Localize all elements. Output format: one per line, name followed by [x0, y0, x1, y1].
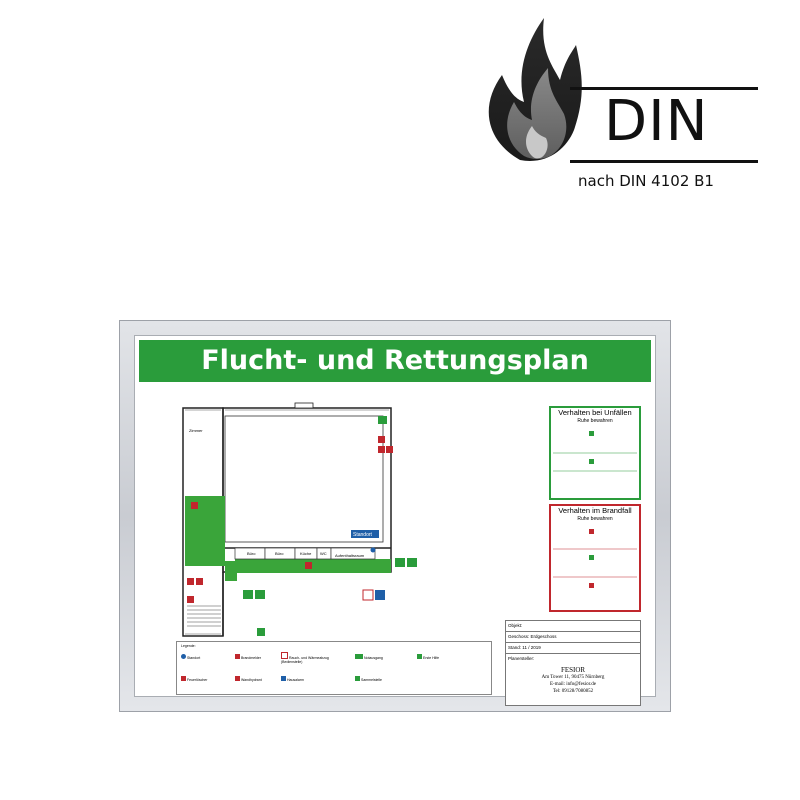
box-accident-content — [553, 431, 637, 472]
legend-item: Notausgang — [363, 656, 383, 660]
company-name: FESIOR — [560, 666, 586, 674]
legend-item: Feuerlöscher — [186, 678, 208, 682]
stand-label: Stand: — [508, 645, 522, 650]
sign-title: Flucht- und Rettungsplan — [139, 340, 651, 382]
company-street: Am Tower 11, 90475 Nürnberg — [541, 675, 605, 680]
geschoss-value: Erdgeschoss — [530, 634, 557, 639]
floor-plan: Büro Büro Küche WC Aufenthaltsraum Zimme… — [182, 402, 417, 637]
exit-sign-icons — [243, 416, 417, 636]
flame-icon — [488, 18, 758, 163]
legend-title: Legende: — [181, 644, 196, 648]
box-fire-content — [553, 529, 637, 588]
sign-frame: Flucht- und Rettungsplan — [119, 320, 671, 712]
stand-value: 11 / 2019 — [522, 645, 541, 650]
plan-info-block: Objekt: Geschoss: Erdgeschoss Stand: 11 … — [505, 620, 641, 706]
legend-item: Standort — [186, 656, 201, 660]
fire-equipment-icons — [187, 436, 393, 603]
box-accident-title: Verhalten bei Unfällen — [558, 408, 632, 417]
room-buero-2: Büro — [275, 551, 284, 556]
din-fire-logo — [480, 10, 770, 200]
legend-item: Rauch- und Wärmeabzug (Bedienstelle) — [281, 656, 329, 664]
company-email: E-mail: info@fesior.de — [550, 682, 596, 687]
legend-item: Erste Hilfe — [422, 656, 440, 660]
standort-tag — [351, 530, 379, 538]
box-fire: Verhalten im Brandfall Ruhe bewahren — [549, 504, 641, 612]
legend-item: Wandhydrant — [240, 678, 262, 682]
legend-item: Brandmelder — [240, 656, 262, 660]
din-label: DIN — [604, 89, 709, 154]
box-accident: Verhalten bei Unfällen Ruhe bewahren — [549, 406, 641, 500]
box-fire-subtitle: Ruhe bewahren — [577, 516, 613, 522]
legend-item: Sammelstelle — [360, 678, 382, 682]
company-phone: Tel: 09128/7080852 — [552, 689, 594, 694]
standort-label: Standort — [353, 532, 373, 538]
company-block: FESIOR Am Tower 11, 90475 Nürnberg E-mai… — [506, 666, 640, 695]
legend-item: Hausalarm — [286, 678, 304, 682]
room-buero-1: Büro — [247, 551, 256, 556]
room-wc: WC — [320, 551, 327, 556]
legend: Legende: Standort Brandmelder Rauch- und… — [176, 641, 492, 695]
room-aufenthaltsraum: Aufenthaltsraum — [335, 553, 365, 558]
objekt-label: Objekt: — [508, 623, 523, 628]
alarm-icons — [362, 589, 385, 601]
box-fire-title: Verhalten im Brandfall — [558, 506, 632, 515]
room-zimmer: Zimmer — [189, 428, 203, 433]
din-subtitle: nach DIN 4102 B1 — [578, 172, 714, 190]
room-kueche: Küche — [300, 551, 312, 556]
planersteller-label: Planersteller: — [508, 656, 535, 661]
box-accident-subtitle: Ruhe bewahren — [577, 418, 613, 424]
standort-marker — [370, 547, 376, 553]
sign-panel: Flucht- und Rettungsplan — [134, 335, 656, 706]
escape-route-corridor — [235, 559, 391, 573]
geschoss-label: Geschoss: — [508, 634, 530, 639]
